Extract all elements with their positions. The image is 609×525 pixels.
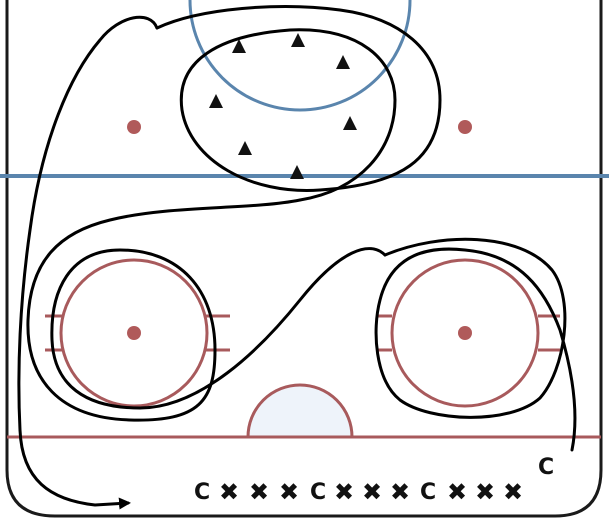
player-x: ✖	[219, 478, 239, 506]
player-x: ✖	[447, 478, 467, 506]
cone-icon	[291, 33, 305, 47]
center-circle	[188, 0, 412, 112]
player-x: ✖	[279, 478, 299, 506]
faceoff-circle-right	[376, 258, 560, 408]
player-c-1: C	[194, 480, 210, 505]
player-c-end: C	[538, 455, 554, 480]
faceoff-circle-left	[45, 258, 230, 408]
faceoff-dot-right	[458, 326, 472, 340]
skating-path	[17, 5, 577, 510]
rink-boards	[5, 0, 603, 518]
player-x: ✖	[249, 478, 269, 506]
cone-icon	[343, 116, 357, 130]
cone-icon	[238, 141, 252, 155]
cone-icon	[232, 39, 246, 53]
path-right-loop	[374, 237, 577, 452]
cone-group	[209, 33, 357, 179]
neutral-dot-right	[458, 120, 472, 134]
player-x: ✖	[334, 478, 354, 506]
player-row: C ✖ ✖ ✖ C ✖ ✖ ✖ C ✖ ✖ ✖ C	[194, 455, 554, 506]
neutral-dot-left	[127, 120, 141, 134]
cone-icon	[336, 55, 350, 69]
player-x: ✖	[475, 478, 495, 506]
player-x: ✖	[390, 478, 410, 506]
cone-icon	[290, 165, 304, 179]
player-x: ✖	[503, 478, 523, 506]
path-inner-loop	[179, 28, 397, 202]
goal-crease	[246, 383, 354, 439]
cone-icon	[209, 94, 223, 108]
player-x: ✖	[362, 478, 382, 506]
path-swoop-left	[26, 198, 387, 422]
faceoff-dot-left	[127, 326, 141, 340]
player-c-2: C	[310, 480, 326, 505]
player-c-3: C	[420, 480, 436, 505]
path-outer-loop	[17, 15, 159, 510]
path-top-arc	[155, 5, 442, 192]
